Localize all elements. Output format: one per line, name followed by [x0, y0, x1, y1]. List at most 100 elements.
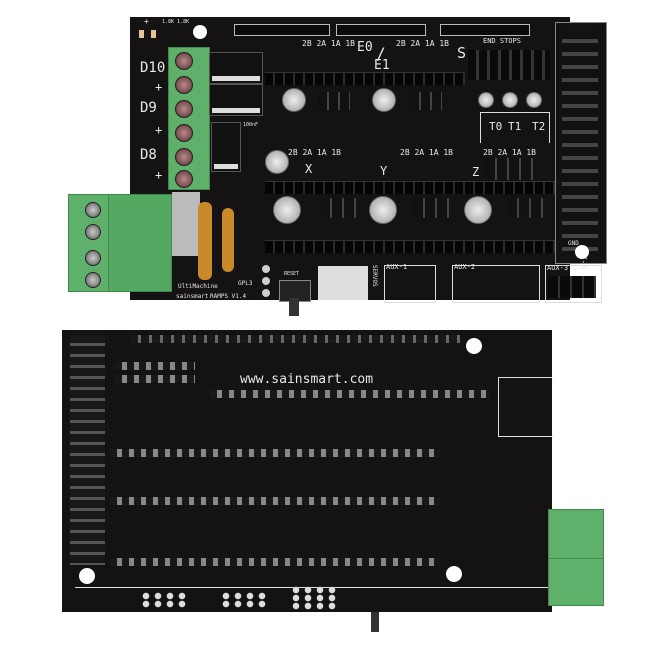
z-pin-label: 2B 2A 1A 1B: [483, 148, 536, 157]
pin-row: [110, 497, 440, 505]
s-label: S: [457, 44, 467, 62]
plus-label: +: [155, 80, 163, 94]
led: [151, 30, 156, 38]
e1-pin-label: 2B 2A 1A 1B: [396, 39, 449, 48]
x-label: X: [305, 162, 313, 176]
mount-hole: [575, 245, 589, 259]
jumper-block-z: [485, 158, 535, 180]
screw-icon: [85, 250, 101, 266]
t1-label: T1: [508, 120, 522, 133]
power-terminal-block: [168, 47, 210, 190]
screw-icon: [175, 124, 193, 142]
back-terminal-block: [548, 558, 604, 606]
jumper-block: [413, 198, 449, 218]
pin-row: [210, 390, 490, 398]
plus-label: +: [155, 168, 163, 182]
screw-icon: [175, 52, 193, 70]
pad-grid: [290, 586, 338, 610]
website-label: www.sainsmart.com: [240, 372, 374, 387]
top-plus: +: [144, 17, 149, 26]
polyfuse: [198, 202, 212, 280]
servo-header: [318, 266, 368, 300]
sainsmart-label: sainsmart: [176, 293, 209, 300]
jumper-block: [320, 198, 356, 218]
pad-grid: [220, 592, 268, 608]
reset-button-stem: [289, 298, 299, 316]
d9-label: D9: [140, 100, 157, 116]
bed-terminal-housing: [108, 194, 172, 292]
mount-hole: [79, 568, 95, 584]
usb-outline: [498, 377, 553, 437]
mosfet: [211, 122, 241, 172]
pad: [262, 277, 270, 285]
aux2-box: [452, 265, 540, 303]
back-terminal-block: [548, 509, 604, 559]
e0-label: E0: [357, 40, 373, 55]
aux2-label: AUX-2: [454, 263, 476, 271]
top-pin-header-3: [440, 24, 530, 36]
mosfet: [209, 52, 263, 84]
end-stops-label: END STOPS: [483, 37, 521, 45]
gpl3-label: GPL3: [238, 280, 253, 287]
capacitor: [282, 88, 306, 112]
capacitor: [526, 92, 542, 108]
pin-row: [110, 558, 440, 566]
top-pin-header-1: [234, 24, 330, 36]
d10-label: D10: [140, 60, 166, 76]
z-label: Z: [472, 165, 480, 179]
stepper-socket-row-2: [265, 181, 555, 194]
gnd-label: GND: [568, 240, 579, 247]
reset-label: RESET: [284, 271, 300, 277]
pad-grid: [140, 592, 190, 608]
d8-label: D8: [140, 147, 157, 163]
screw-icon: [85, 272, 101, 288]
capacitor: [502, 92, 518, 108]
aux1-box: [384, 265, 436, 303]
top-pin-header-2: [336, 24, 426, 36]
y-label: Y: [380, 164, 388, 178]
reset-button-stem-back: [371, 612, 379, 632]
mount-hole: [446, 566, 462, 582]
top-pin-row: [130, 335, 460, 343]
aux4-pin-column: [562, 30, 598, 255]
aux3-header: [548, 276, 596, 298]
resistor-values-label: 1.8K 1.8K: [162, 19, 190, 25]
jumper-block: [410, 92, 442, 110]
stepper-socket-row-1: [265, 72, 465, 85]
e1-label: E1: [374, 58, 390, 73]
t0-label: T0: [489, 120, 503, 133]
jumper-block: [507, 198, 543, 218]
fuse-holder: [172, 192, 200, 256]
left-pin-column: [70, 335, 105, 565]
t2-label: T2: [532, 120, 546, 133]
aux3-box: [545, 265, 602, 303]
capacitor: [478, 92, 494, 108]
pin-row: [110, 449, 440, 457]
stepper-socket-row-3: [265, 240, 555, 253]
capacitor: [265, 150, 289, 174]
pad: [262, 289, 270, 297]
thermistor-box: [480, 112, 550, 143]
jumper-block: [318, 92, 350, 110]
endstop-header: [468, 50, 550, 80]
ultimachine-label: UltiMachine: [178, 283, 218, 290]
cap-100nf-label: 100nF: [243, 122, 259, 128]
screw-icon: [85, 224, 101, 240]
pad: [262, 265, 270, 273]
aux1-label: AUX-1: [386, 263, 408, 271]
x-pin-label: 2B 2A 1A 1B: [288, 148, 341, 157]
pin-row: [115, 375, 195, 383]
polyfuse: [222, 208, 234, 272]
mount-hole: [193, 25, 207, 39]
e0-pin-label: 2B 2A 1A 1B: [302, 39, 355, 48]
capacitor: [372, 88, 396, 112]
plus-label: +: [155, 123, 163, 137]
mosfet: [209, 84, 263, 116]
capacitor: [464, 196, 492, 224]
servos-label: SERVOS: [371, 265, 378, 287]
mount-hole: [466, 338, 482, 354]
screw-icon: [175, 170, 193, 188]
screw-icon: [85, 202, 101, 218]
led: [139, 30, 144, 38]
capacitor: [369, 196, 397, 224]
